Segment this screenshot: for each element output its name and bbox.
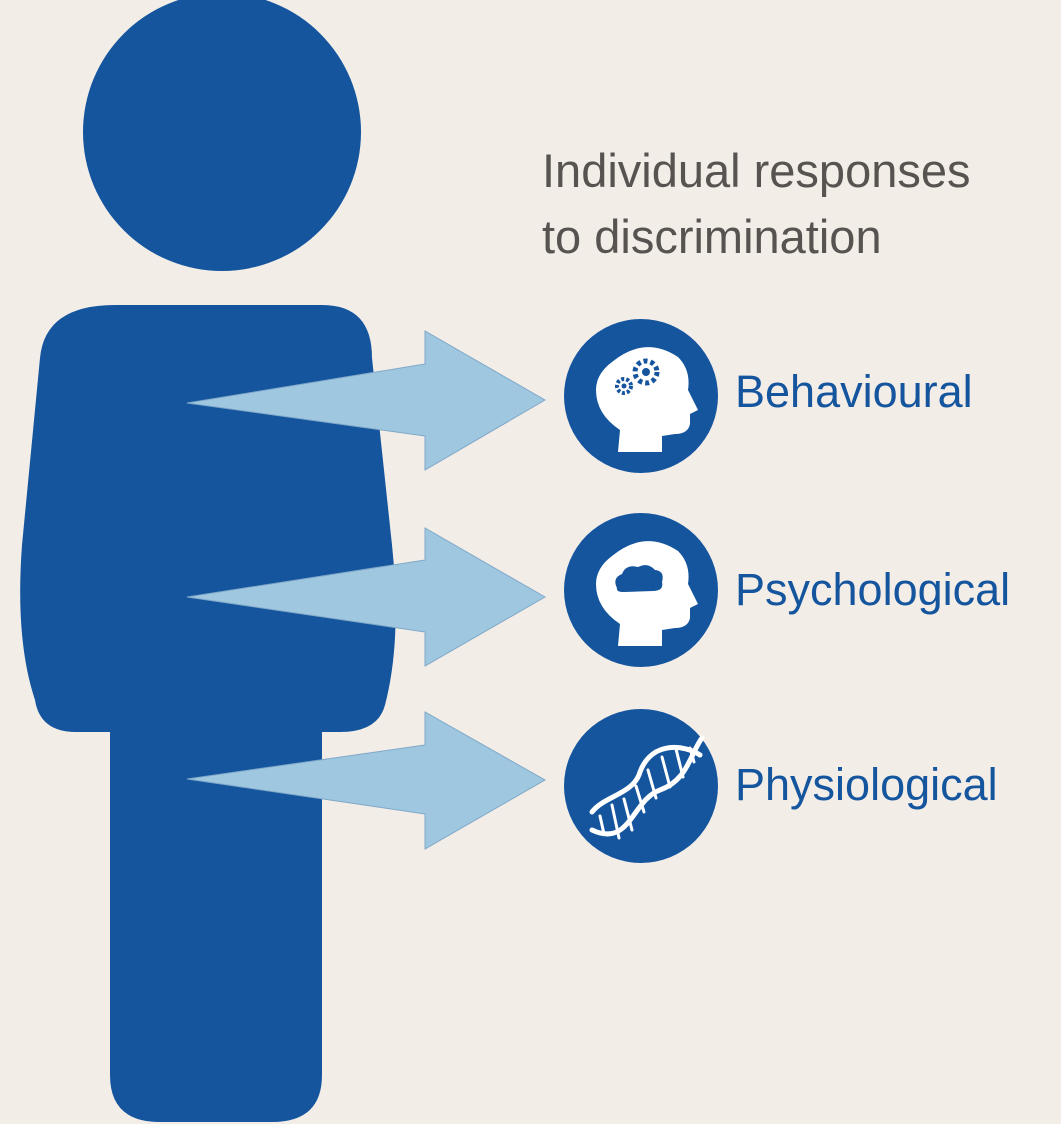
arrow-physiological	[186, 711, 547, 850]
person-body	[20, 305, 396, 1122]
heading-line-1: Individual responses	[542, 144, 971, 197]
person-head	[83, 0, 361, 271]
dna-icon	[564, 709, 718, 863]
person-figure	[20, 0, 396, 1122]
arrows	[186, 330, 547, 850]
label-psychological: Psychological	[735, 564, 1011, 615]
head-gears-icon	[564, 319, 718, 473]
label-behavioural: Behavioural	[735, 366, 973, 417]
heading-line-2: to discrimination	[542, 210, 882, 263]
arrow-psychological	[186, 527, 547, 667]
head-cloud-icon	[564, 513, 718, 667]
arrow-behavioural	[186, 330, 546, 471]
diagram-heading: Individual responses to discrimination	[542, 138, 1042, 270]
label-physiological: Physiological	[735, 759, 998, 810]
